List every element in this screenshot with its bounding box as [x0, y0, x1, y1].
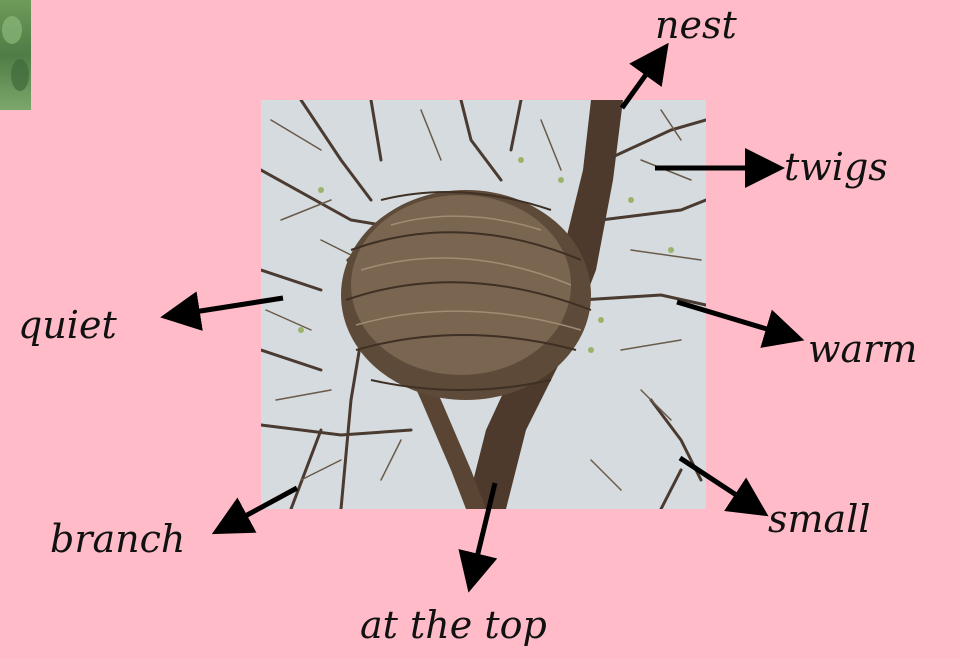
corner-thumbnail-image — [0, 0, 31, 110]
label-branch: branch — [50, 520, 185, 558]
label-twigs: twigs — [784, 148, 888, 186]
nest-photo — [261, 100, 706, 509]
label-at-the-top: at the top — [360, 606, 547, 644]
label-small: small — [768, 500, 871, 538]
label-warm: warm — [808, 330, 917, 368]
label-nest: nest — [655, 6, 737, 44]
label-quiet: quiet — [18, 306, 117, 344]
